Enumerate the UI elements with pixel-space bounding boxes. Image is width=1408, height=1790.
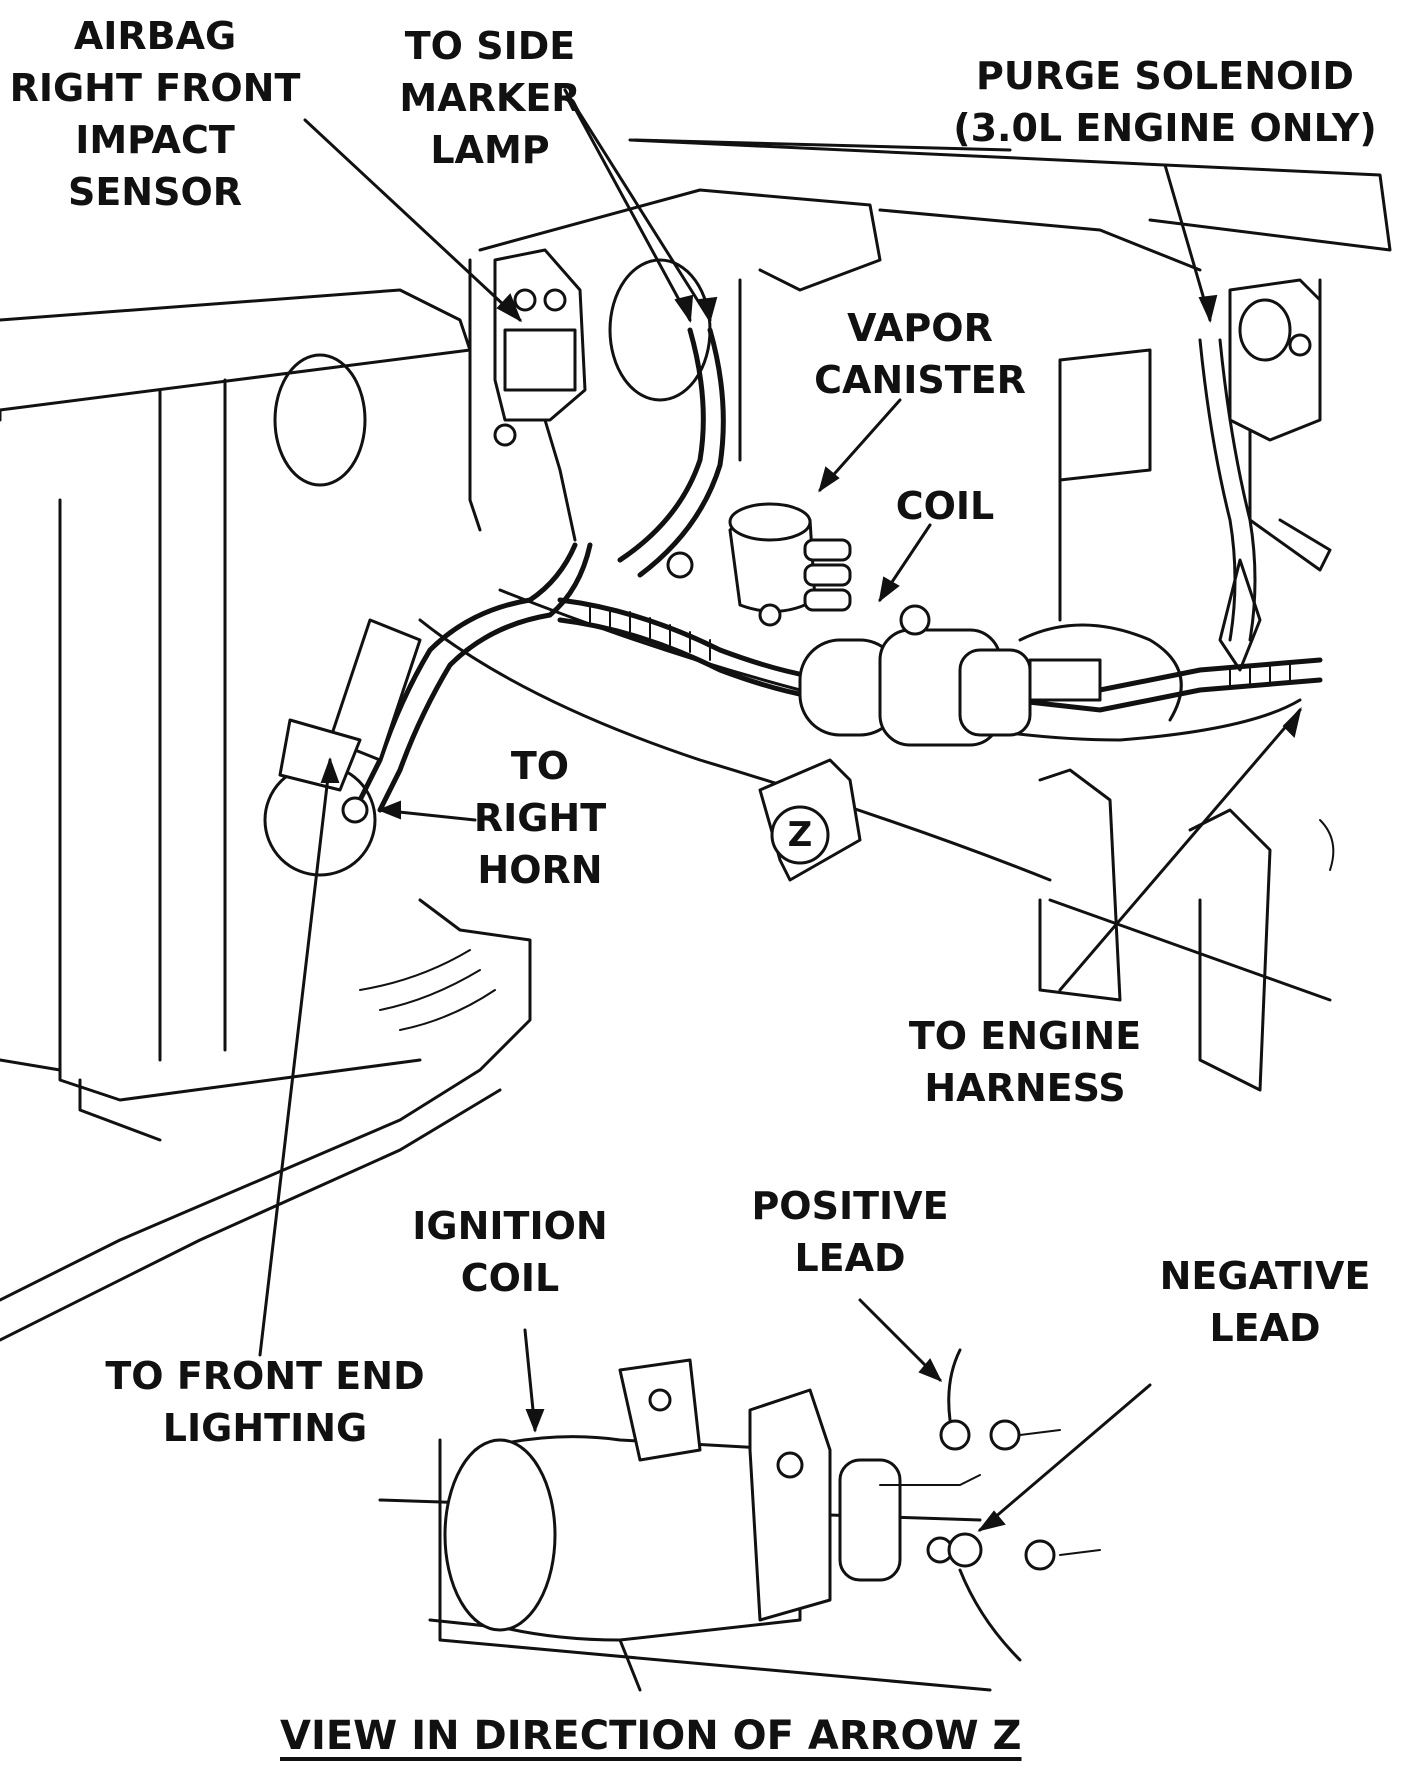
label-line: HORN <box>477 848 603 892</box>
label-line: TO FRONT END <box>105 1354 425 1398</box>
purge-solenoid-part <box>1218 278 1322 672</box>
label-line: VAPOR <box>847 306 993 350</box>
label-right-horn: TO RIGHT HORN <box>455 740 625 896</box>
label-ignition-coil: IGNITION COIL <box>400 1200 620 1304</box>
horn-connector-part <box>278 618 422 824</box>
arrow-z-letter: Z <box>787 815 813 855</box>
left-fender-panel <box>0 288 532 1342</box>
label-line: SENSOR <box>67 170 243 214</box>
label-coil: COIL <box>870 480 1020 532</box>
label-front-end-lighting: TO FRONT END LIGHTING <box>90 1350 440 1454</box>
label-line: TO SIDE <box>404 24 576 68</box>
arrowheads <box>320 293 1302 1532</box>
label-line: LIGHTING <box>162 1406 368 1450</box>
label-line: CANISTER <box>814 358 1026 402</box>
label-line: LEAD <box>1209 1306 1321 1350</box>
label-line: HARNESS <box>924 1066 1126 1110</box>
label-line: IMPACT <box>75 118 235 162</box>
label-line: RIGHT FRONT <box>9 66 301 110</box>
label-line: RIGHT <box>473 796 607 840</box>
label-airbag-sensor: AIRBAG RIGHT FRONT IMPACT SENSOR <box>0 10 310 218</box>
leader-lines <box>258 88 1302 1532</box>
label-engine-harness: TO ENGINE HARNESS <box>890 1010 1160 1114</box>
label-line: TO ENGINE <box>908 1014 1142 1058</box>
label-vapor-canister: VAPOR CANISTER <box>800 302 1040 406</box>
vapor-canister-part <box>666 502 852 627</box>
label-side-marker: TO SIDE MARKER LAMP <box>370 20 610 176</box>
label-line: TO <box>510 744 570 788</box>
airbag-sensor-part <box>493 248 587 542</box>
label-line: (3.0L ENGINE ONLY) <box>953 106 1377 150</box>
label-line: POSITIVE <box>751 1184 949 1228</box>
ignition-coil-inset <box>378 1348 1101 1692</box>
label-negative-lead: NEGATIVE LEAD <box>1140 1250 1390 1354</box>
coil-part-top <box>798 604 1183 747</box>
label-line: IGNITION <box>412 1204 608 1248</box>
label-line: COIL <box>895 484 995 528</box>
label-purge-solenoid: PURGE SOLENOID (3.0L ENGINE ONLY) <box>930 50 1400 154</box>
label-line: AIRBAG <box>73 14 237 58</box>
arrow-z <box>758 758 862 882</box>
label-line: PURGE SOLENOID <box>976 54 1354 98</box>
label-line: COIL <box>460 1256 560 1300</box>
label-line: MARKER <box>399 76 581 120</box>
label-line: NEGATIVE <box>1159 1254 1371 1298</box>
diagram-caption: VIEW IN DIRECTION OF ARROW Z <box>280 1713 1022 1759</box>
label-line: LEAD <box>794 1236 906 1280</box>
label-line: LAMP <box>430 128 550 172</box>
label-positive-lead: POSITIVE LEAD <box>740 1180 960 1284</box>
